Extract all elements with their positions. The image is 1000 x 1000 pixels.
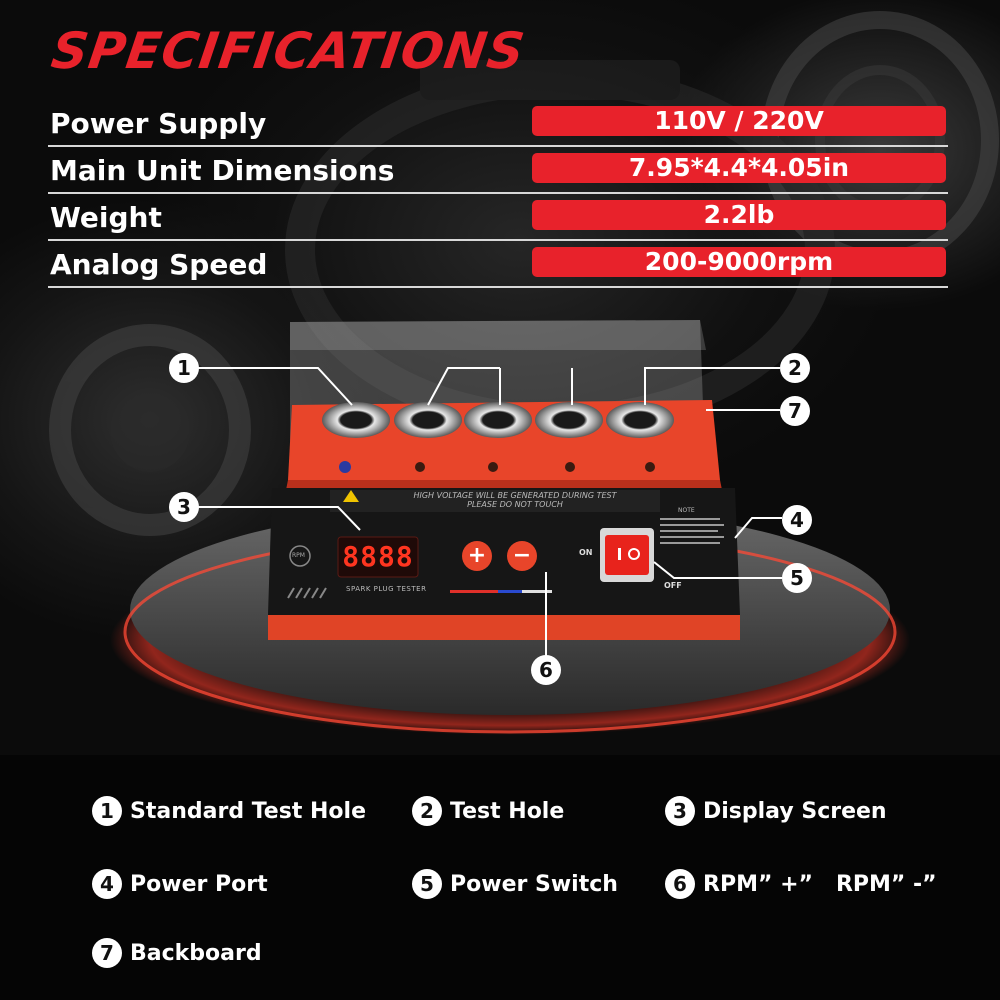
warning-text-2: PLEASE DO NOT TOUCH [467, 500, 563, 509]
rpm-plus-button [462, 541, 492, 571]
spec-row: Main Unit Dimensions 7.95*4.4*4.05in [48, 147, 948, 194]
test-holes [322, 402, 674, 473]
spec-value: 200-9000rpm [532, 247, 946, 277]
spec-label: Main Unit Dimensions [50, 154, 395, 187]
legend-label: Backboard [130, 940, 262, 966]
spec-row: Power Supply 110V / 220V [48, 100, 948, 147]
legend-panel: 1 Standard Test Hole 2 Test Hole 3 Displ… [0, 755, 1000, 1000]
legend-number: 2 [412, 796, 442, 826]
plus-symbol[interactable]: + [467, 543, 487, 568]
legend-label: Test Hole [450, 798, 565, 824]
standard-test-hole [322, 402, 390, 438]
legend-item: 5 Power Switch [412, 868, 618, 900]
spec-value: 7.95*4.4*4.05in [532, 153, 946, 183]
legend-item: 4 Power Port [92, 868, 268, 900]
warning-text: HIGH VOLTAGE WILL BE GENERATED DURING TE… [413, 491, 617, 500]
display-screen [337, 536, 419, 578]
spec-label: Weight [50, 201, 162, 234]
legend-number: 6 [665, 869, 695, 899]
spec-value: 2.2lb [532, 200, 946, 230]
callout-6: 6 [531, 655, 561, 685]
spec-row: Analog Speed 200-9000rpm [48, 241, 948, 288]
legend-item: 1 Standard Test Hole [92, 795, 366, 827]
callout-2: 2 [780, 353, 810, 383]
rpm-minus-button [507, 541, 537, 571]
callout-lines [198, 367, 782, 656]
product-illustration [49, 11, 999, 735]
minus-symbol[interactable]: − [512, 543, 532, 568]
legend-item: 2 Test Hole [412, 795, 564, 827]
legend-number: 1 [92, 796, 122, 826]
legend-item: 3 Display Screen [665, 795, 887, 827]
test-hole [464, 402, 532, 438]
callout-7: 7 [780, 396, 810, 426]
spec-label: Power Supply [50, 107, 267, 140]
note-text-block [660, 518, 724, 544]
legend-label: RPM” +” RPM” -” [703, 871, 937, 897]
front-panel [268, 488, 740, 615]
legend-label: Display Screen [703, 798, 887, 824]
test-hole [394, 402, 462, 438]
callout-1: 1 [169, 353, 199, 383]
spec-row: Weight 2.2lb [48, 194, 948, 241]
legend-item: 7 Backboard [92, 937, 262, 969]
switch-on-label: ON [579, 548, 593, 557]
display-digits: 8888 [342, 540, 414, 573]
callout-4: 4 [782, 505, 812, 535]
legend-label: Power Port [130, 871, 268, 897]
legend-number: 5 [412, 869, 442, 899]
hero-image: HIGH VOLTAGE WILL BE GENERATED DURING TE… [0, 0, 1000, 755]
callout-5: 5 [782, 563, 812, 593]
legend-item: 6 RPM” +” RPM” -” [665, 868, 937, 900]
callout-3: 3 [169, 492, 199, 522]
test-hole [606, 402, 674, 438]
legend-label: Power Switch [450, 871, 618, 897]
legend-number: 7 [92, 938, 122, 968]
spec-value: 110V / 220V [532, 106, 946, 136]
spec-label: Analog Speed [50, 248, 268, 281]
page-title: SPECIFICATIONS [47, 22, 529, 80]
model-label: SPARK PLUG TESTER [346, 585, 427, 593]
switch-off-label: OFF [664, 581, 682, 590]
note-title: NOTE [678, 507, 695, 514]
power-switch [605, 535, 649, 575]
legend-number: 4 [92, 869, 122, 899]
test-hole [535, 402, 603, 438]
rpm-label: RPM [292, 552, 305, 559]
legend-label: Standard Test Hole [130, 798, 366, 824]
legend-number: 3 [665, 796, 695, 826]
